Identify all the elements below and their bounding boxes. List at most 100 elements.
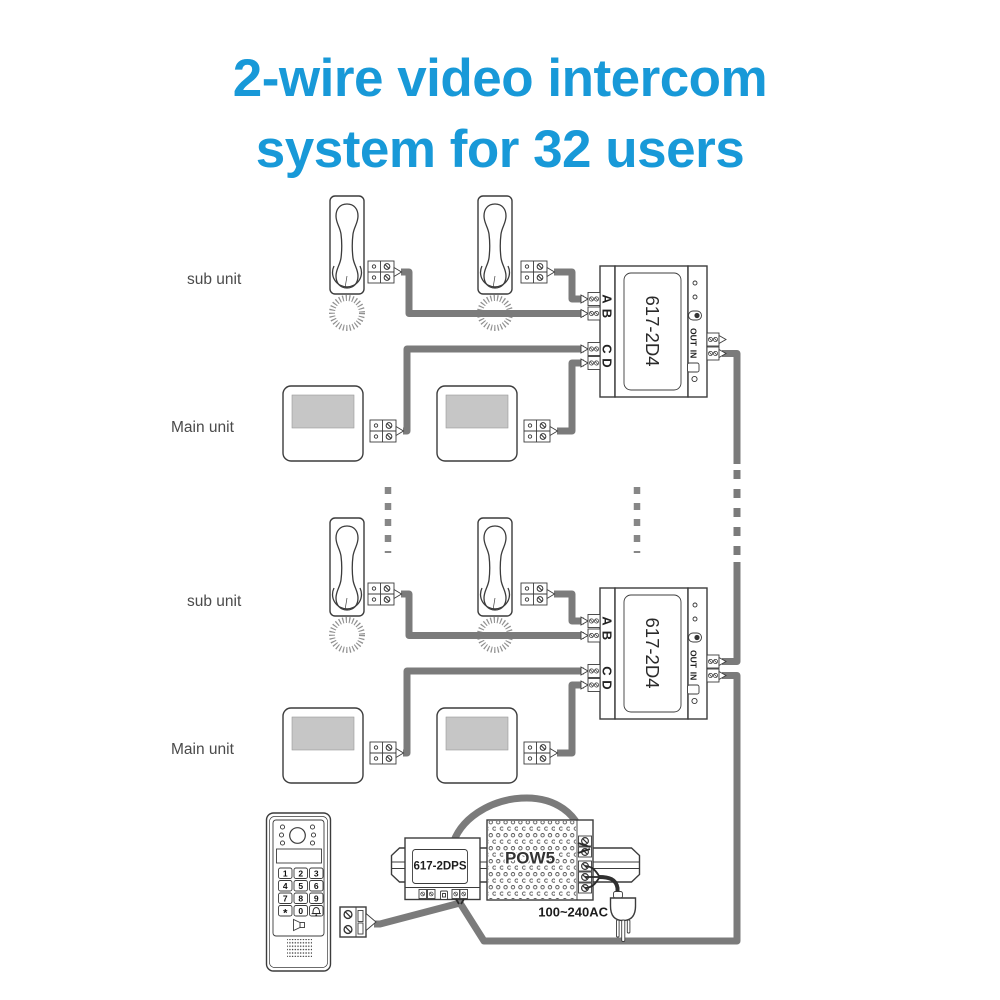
ac-lead-3	[584, 877, 600, 889]
wire-monitor1-to-c	[403, 345, 584, 435]
key-star-label: *	[283, 908, 288, 920]
title-line-1: 2-wire video intercom	[233, 49, 767, 108]
main-unit-monitor-1	[282, 385, 364, 462]
dist2-port-d-terminal	[581, 679, 600, 692]
door-speaker-grille	[287, 939, 312, 957]
key-1-label: 1	[283, 868, 288, 878]
key-7-label: 7	[283, 893, 288, 903]
key-6-label: 6	[314, 881, 319, 891]
dist2-out-terminal	[707, 655, 726, 668]
door-station: 1 2 3 4 5 6 7 8 9 * 0	[265, 812, 332, 972]
bell-key-icon	[311, 907, 321, 917]
sub-unit-handset-1	[329, 195, 365, 295]
led-lights	[278, 824, 317, 846]
power-module-pow5: POW5	[486, 819, 594, 901]
2dps-terminal-leads	[455, 898, 465, 905]
key-2[interactable]	[293, 867, 308, 879]
dist2-out-label: OUT	[689, 650, 699, 669]
ac-plug	[609, 891, 637, 942]
handset-4-connector	[521, 583, 555, 605]
pow5-model-label: POW5	[505, 849, 555, 868]
dist1-out-label: OUT	[689, 328, 699, 347]
pow5-lead-2	[577, 848, 591, 854]
key-star[interactable]	[278, 905, 293, 917]
sub-unit-handset-3	[329, 517, 365, 617]
dist2-port-b-label: B	[600, 631, 615, 640]
dist1-in-label: IN	[689, 350, 699, 359]
plug-prong-ground	[621, 919, 626, 942]
plug-prong-left	[616, 919, 620, 938]
dist1-port-a-label: A	[600, 294, 615, 304]
key-5-label: 5	[298, 881, 303, 891]
dist1-model-label: 617-2D4	[642, 296, 663, 367]
handset-3-connector	[368, 583, 402, 605]
dist2-port-a-terminal	[581, 615, 600, 628]
dist1-in-terminal	[707, 347, 726, 360]
main-unit-monitor-3	[282, 707, 364, 784]
key-4[interactable]	[278, 880, 293, 892]
distributor-1: A B C D 617-2D4 OUT IN	[581, 265, 726, 398]
key-7[interactable]	[278, 892, 293, 904]
sub-unit-handset-2	[477, 195, 513, 295]
dist2-in-label: IN	[689, 672, 699, 681]
dist2-in-terminal	[707, 669, 726, 682]
dist1-out-terminal	[707, 333, 726, 346]
sub-unit-handset-4	[477, 517, 513, 617]
key-0[interactable]	[293, 905, 308, 917]
distributor-2: A B C D 617-2D4 OUT IN	[581, 587, 726, 720]
pow5-lead-1	[577, 842, 591, 848]
wire-monitor4-to-d	[557, 681, 584, 757]
door-display	[276, 848, 322, 864]
dist1-port-d-label: D	[600, 358, 615, 367]
monitor-2-connector	[524, 420, 558, 442]
dist2-model-label: 617-2D4	[642, 618, 663, 689]
dist1-port-a-terminal	[581, 293, 600, 306]
dist2-port-b-terminal	[581, 629, 600, 642]
dist2-port-c-label: C	[600, 666, 615, 676]
key-0-label: 0	[298, 906, 303, 916]
ac-rating-label: 100~240AC	[538, 905, 608, 920]
main-unit-monitor-2	[436, 385, 518, 462]
dist1-port-c-terminal	[581, 343, 600, 356]
door-speaker-icon	[293, 918, 305, 932]
coiled-cord-3	[329, 617, 365, 653]
wire-dist1-in-down	[722, 350, 741, 464]
plug-prong-right	[626, 919, 631, 934]
wire-handset4-to-a	[554, 590, 584, 625]
key-8-label: 8	[298, 893, 303, 903]
key-3[interactable]	[309, 867, 324, 879]
dist1-port-c-label: C	[600, 344, 615, 354]
ac-power-cord	[598, 875, 620, 894]
camera-icon	[289, 827, 306, 844]
main-unit-label-1: Main unit	[171, 419, 235, 436]
wire-handset2-to-a	[554, 268, 584, 303]
dist2-port-d-label: D	[600, 680, 615, 689]
key-9[interactable]	[309, 892, 324, 904]
main-unit-monitor-4	[436, 707, 518, 784]
key-8[interactable]	[293, 892, 308, 904]
wire-handset3-to-b	[401, 590, 584, 639]
wire-handset1-to-b	[401, 268, 584, 317]
key-6[interactable]	[309, 880, 324, 892]
key-4-label: 4	[283, 881, 288, 891]
coiled-cord-1	[329, 295, 365, 331]
dist1-port-b-label: B	[600, 309, 615, 318]
title-line-2: system for 32 users	[256, 120, 744, 179]
key-1[interactable]	[278, 867, 293, 879]
ac-lead-1	[584, 865, 600, 877]
sub-unit-label-2: sub unit	[187, 593, 242, 610]
wire-dist2-out-up	[722, 562, 741, 665]
key-5[interactable]	[293, 880, 308, 892]
2dps-model-label: 617-2DPS	[413, 861, 466, 873]
door-keypad[interactable]: 1 2 3 4 5 6 7 8 9 * 0	[278, 867, 324, 920]
monitor-3-connector	[370, 742, 404, 764]
door-station-connector	[339, 906, 377, 938]
sub-unit-label-1: sub unit	[187, 271, 242, 288]
wiring	[374, 268, 741, 945]
wire-monitor3-to-c	[403, 667, 584, 757]
key-2-label: 2	[298, 868, 303, 878]
key-3-label: 3	[314, 868, 319, 878]
dist2-port-a-label: A	[600, 616, 615, 626]
